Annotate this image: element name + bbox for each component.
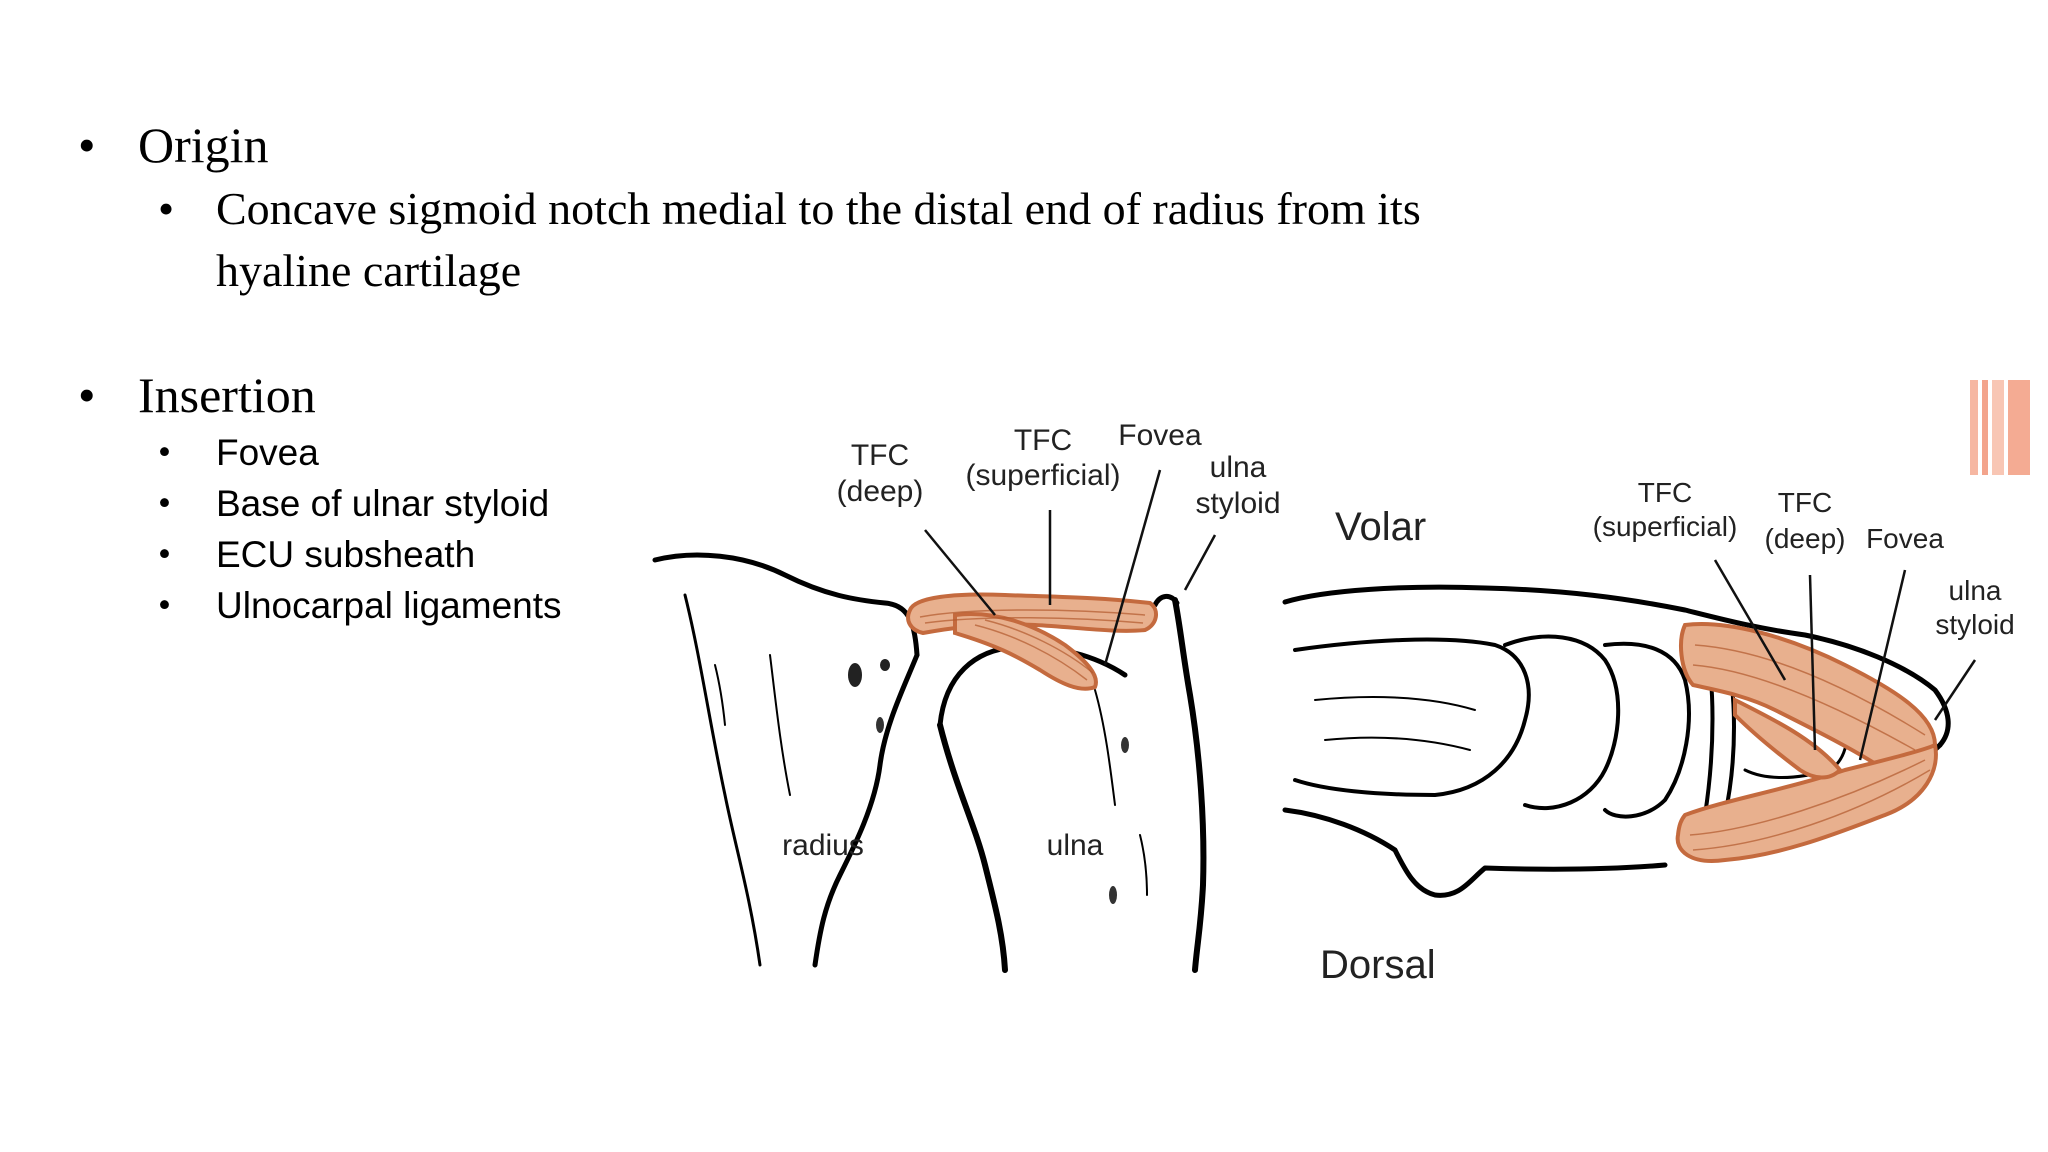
- radius-section-outline: [1293, 637, 1531, 797]
- ulna-texture: [1121, 737, 1129, 753]
- label-tfc-deep: TFC: [1778, 487, 1832, 518]
- label-tfc-superficial: TFC: [1014, 424, 1072, 457]
- origin-line-2: hyaline cartilage: [216, 245, 522, 296]
- insertion-item: ECU subsheath: [216, 534, 476, 575]
- ulna-texture: [1109, 886, 1117, 904]
- label-ulna: ulna: [1047, 829, 1104, 862]
- volar-outline: [1282, 584, 1951, 748]
- label-dorsal: Dorsal: [1320, 943, 1436, 987]
- label-fovea: Fovea: [1866, 523, 1944, 554]
- leader-line: [924, 529, 996, 616]
- origin-heading: Origin: [138, 117, 269, 173]
- label-tfc-deep: TFC: [851, 439, 909, 472]
- tfc-deep-ligament: [953, 612, 1098, 691]
- radius-contour: [769, 654, 791, 796]
- tfc-deep-ligament: [1733, 696, 1843, 780]
- leader-line: [1808, 574, 1817, 751]
- radius-contour: [1324, 736, 1471, 751]
- origin-line-1: Concave sigmoid notch medial to the dist…: [216, 183, 1421, 234]
- ulna-contour: [1094, 689, 1116, 806]
- label-tfc-superficial: TFC: [1638, 477, 1692, 508]
- radius-contour: [1314, 696, 1476, 711]
- insertion-item: Base of ulnar styloid: [216, 483, 550, 524]
- label-fovea: Fovea: [1118, 419, 1202, 452]
- ulna-outline-lateral: [937, 722, 1008, 973]
- origin-description: Concave sigmoid notch medial to the dist…: [216, 178, 1616, 302]
- label-radius: radius: [782, 829, 864, 862]
- insertion-item: Fovea: [216, 432, 319, 473]
- label-tfc-deep: (deep): [837, 475, 924, 508]
- anatomy-figure-axial: Volar Dorsal TFC (superficial) TFC (deep…: [1282, 477, 2015, 987]
- sigmoid-outline: [1603, 641, 1691, 819]
- radius-contour: [714, 664, 726, 726]
- label-ulna-styloid: ulna: [1210, 451, 1267, 484]
- anatomy-figure-coronal: TFC (deep) TFC (superficial) Fovea ulna …: [652, 419, 1281, 973]
- leader-line: [1183, 534, 1217, 591]
- label-volar: Volar: [1335, 505, 1426, 549]
- leader-line: [1858, 569, 1907, 761]
- label-ulna-styloid: styloid: [1935, 609, 2014, 640]
- ulna-outline-medial: [1172, 597, 1207, 973]
- bullet-dot: •: [78, 117, 96, 173]
- decorative-stripes: [1970, 380, 2030, 475]
- leader-line: [1103, 469, 1162, 666]
- label-ulna-styloid: styloid: [1195, 487, 1280, 520]
- label-ulna-styloid: ulna: [1949, 575, 2002, 606]
- label-tfc-superficial: (superficial): [965, 459, 1120, 492]
- label-tfc-superficial: (superficial): [1593, 511, 1738, 542]
- leader-line: [1713, 559, 1787, 681]
- label-tfc-deep: (deep): [1765, 523, 1846, 554]
- radius-texture: [848, 663, 862, 687]
- lunate-outline: [1503, 634, 1621, 811]
- radius-outline-medial: [812, 652, 920, 968]
- radius-contour: [683, 593, 762, 967]
- radius-texture: [876, 717, 884, 733]
- bullet-dot: •: [78, 367, 96, 423]
- bullet-dot: •: [158, 183, 175, 234]
- leader-line: [1933, 659, 1977, 721]
- ulna-contour: [1139, 834, 1148, 896]
- insertion-item: Ulnocarpal ligaments: [216, 585, 562, 626]
- insertion-heading: Insertion: [138, 367, 316, 423]
- dorsal-outline: [1282, 807, 1668, 898]
- ulna-styloid-tip: [1152, 594, 1180, 608]
- radius-texture: [880, 659, 890, 671]
